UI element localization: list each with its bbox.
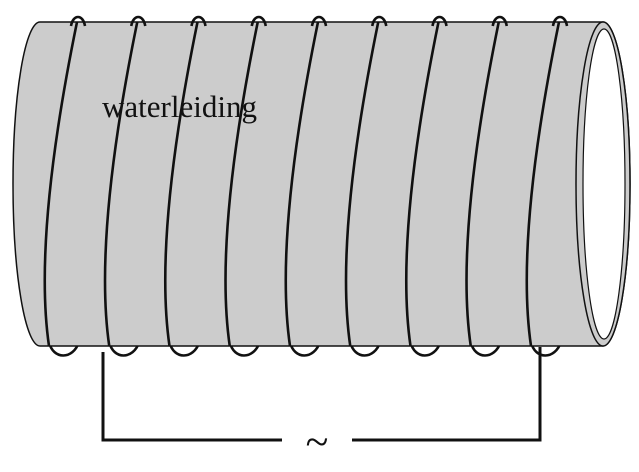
coil-turn <box>465 21 501 347</box>
coil-turn <box>164 21 199 347</box>
pipe-open-end-inner <box>582 28 626 340</box>
ac-source-symbol: ~ <box>306 420 329 466</box>
coil-turn <box>103 21 139 347</box>
coil-top-loop <box>250 15 268 27</box>
lead-wire-left <box>101 352 282 442</box>
coil-turn <box>284 21 320 347</box>
coil-turn <box>525 21 561 347</box>
coil-front-turns <box>43 15 569 347</box>
coil-top-loop <box>431 15 448 27</box>
coil-top-loop <box>491 15 509 27</box>
coil-top-loop <box>69 15 87 27</box>
coil-turn <box>224 21 260 347</box>
coil-turn <box>405 21 440 347</box>
coil-top-loop <box>310 15 328 27</box>
coil-turn <box>43 21 79 347</box>
coil-top-loop <box>370 15 388 27</box>
pipe-label: waterleiding <box>102 89 257 124</box>
coil-top-loop <box>129 15 147 27</box>
coil-top-loop <box>551 15 569 27</box>
lead-wire-right <box>352 347 542 442</box>
coil-top-loop <box>190 15 207 27</box>
coil-turn <box>344 21 380 347</box>
